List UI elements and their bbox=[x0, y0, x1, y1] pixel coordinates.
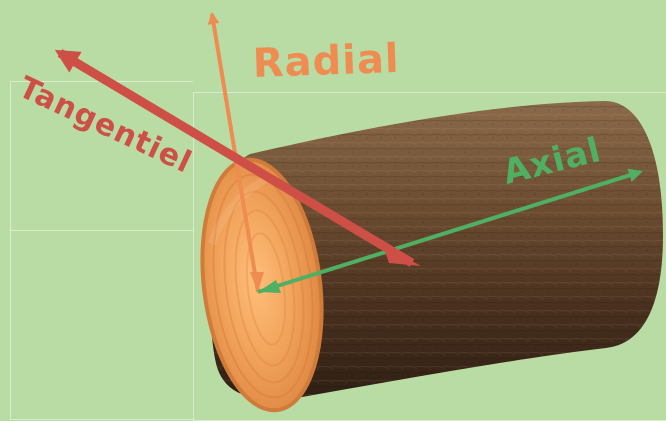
wood-end-face bbox=[202, 159, 322, 411]
log-icon bbox=[200, 101, 664, 413]
tangentiel-arrow bbox=[54, 49, 421, 267]
radial-label: Radial bbox=[252, 35, 401, 87]
axial-arrow bbox=[257, 168, 643, 294]
